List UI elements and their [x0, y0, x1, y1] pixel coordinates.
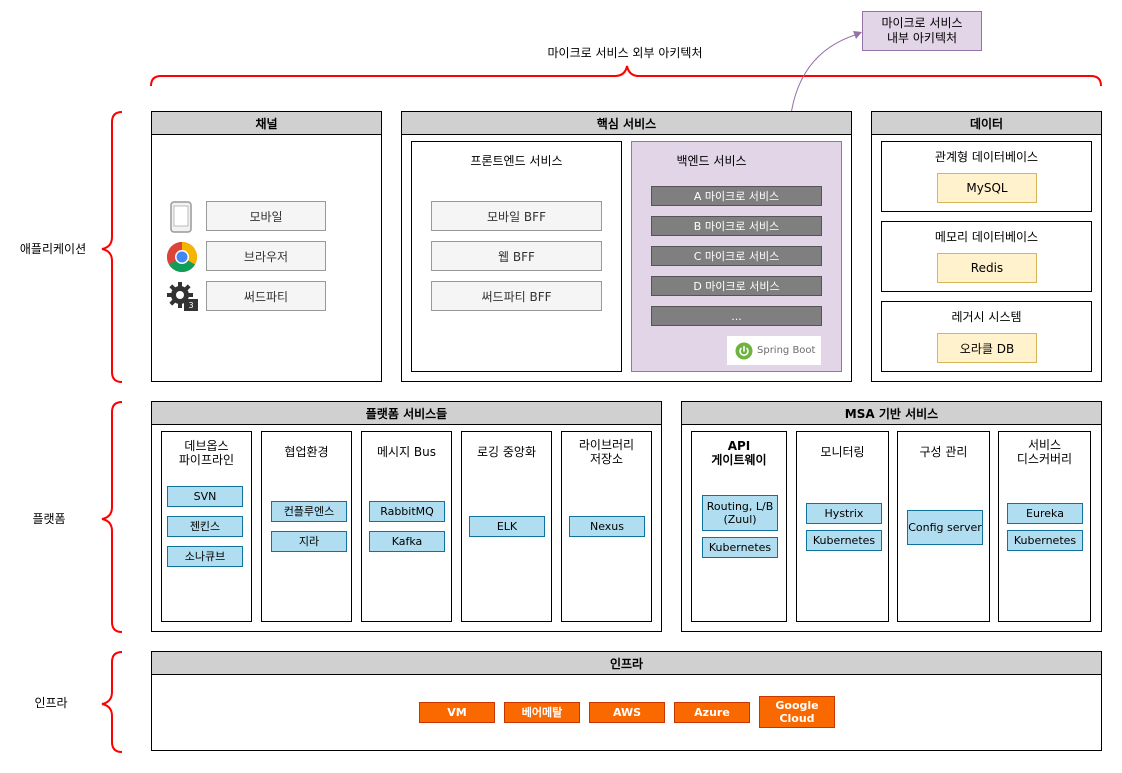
backend-services-title: 백엔드 서비스 [676, 154, 747, 168]
central-logging-title: 로깅 중앙화 [476, 445, 536, 459]
message-bus-box: 메시지 Bus RabbitMQ Kafka [361, 431, 452, 622]
message-bus-title: 메시지 Bus [376, 445, 437, 459]
microservice-more[interactable]: ... [651, 306, 822, 326]
infra-brace [101, 651, 123, 753]
infra-panel: 인프라 VM 베어메탈 AWS Azure Google Cloud [151, 651, 1102, 751]
microservice-d[interactable]: D 마이크로 서비스 [651, 276, 822, 296]
service-discovery-box: 서비스 디스커버리 Eureka Kubernetes [998, 431, 1091, 622]
channel-panel: 채널 3 모바일 브라우저 써드파티 [151, 111, 382, 382]
frontend-services-box: 프론트엔드 서비스 모바일 BFF 웹 BFF 써드파티 BFF [411, 141, 622, 372]
jira[interactable]: 지라 [271, 531, 347, 552]
core-services-panel: 핵심 서비스 프론트엔드 서비스 모바일 BFF 웹 BFF 써드파티 BFF … [401, 111, 852, 382]
redis[interactable]: Redis [937, 253, 1037, 283]
microservice-a[interactable]: A 마이크로 서비스 [651, 186, 822, 206]
routing-zuul[interactable]: Routing, L/B (Zuul) [702, 495, 778, 531]
api-gateway-title: API 게이트웨이 [711, 439, 767, 467]
backend-services-box: 백엔드 서비스 A 마이크로 서비스 B 마이크로 서비스 C 마이크로 서비스… [631, 141, 842, 372]
spring-icon [735, 342, 753, 359]
central-logging-box: 로깅 중앙화 ELK [461, 431, 552, 622]
infra-google-cloud[interactable]: Google Cloud [759, 696, 835, 728]
web-bff[interactable]: 웹 BFF [431, 241, 602, 271]
infra-vm[interactable]: VM [419, 702, 495, 723]
infra-aws[interactable]: AWS [589, 702, 665, 723]
library-repository-title: 라이브러리 저장소 [578, 438, 635, 466]
spring-boot-logo: Spring Boot [727, 336, 821, 365]
config-management-box: 구성 관리 Config server [897, 431, 990, 622]
platform-services-header: 플랫폼 서비스들 [152, 402, 661, 425]
mysql[interactable]: MySQL [937, 173, 1037, 203]
oracle-db[interactable]: 오라클 DB [937, 333, 1037, 363]
memory-db-title: 메모리 데이터베이스 [934, 230, 1039, 244]
application-brace [101, 111, 123, 383]
sonarqube[interactable]: 소나큐브 [167, 546, 243, 567]
infra-azure[interactable]: Azure [674, 702, 750, 723]
devops-pipeline-title: 데브옵스 파이프라인 [178, 439, 235, 467]
platform-label: 플랫폼 [32, 512, 66, 526]
callout-arrowhead [853, 31, 862, 39]
callout-line1: 마이크로 서비스 [881, 16, 963, 30]
channel-browser[interactable]: 브라우저 [206, 241, 326, 271]
third-party-bff[interactable]: 써드파티 BFF [431, 281, 602, 311]
collaboration-title: 협업환경 [284, 445, 329, 459]
nexus[interactable]: Nexus [569, 516, 645, 537]
spring-boot-label: Spring Boot [757, 345, 816, 356]
monitoring-title: 모니터링 [820, 445, 865, 459]
platform-services-panel: 플랫폼 서비스들 데브옵스 파이프라인 SVN 젠킨스 소나큐브 협업환경 컨플… [151, 401, 662, 632]
api-gateway-kubernetes[interactable]: Kubernetes [702, 537, 778, 558]
discovery-kubernetes[interactable]: Kubernetes [1007, 530, 1083, 551]
external-architecture-label: 마이크로 서비스 외부 아키텍처 [547, 46, 703, 60]
data-panel: 데이터 관계형 데이터베이스 MySQL 메모리 데이터베이스 Redis 레거… [871, 111, 1102, 382]
callout-line2: 내부 아키텍처 [886, 31, 958, 45]
channel-third-party[interactable]: 써드파티 [206, 281, 326, 311]
relational-db-box: 관계형 데이터베이스 MySQL [881, 141, 1092, 212]
chrome-icon [166, 242, 198, 273]
devops-pipeline-box: 데브옵스 파이프라인 SVN 젠킨스 소나큐브 [161, 431, 252, 622]
data-header: 데이터 [872, 112, 1101, 135]
library-repository-box: 라이브러리 저장소 Nexus [561, 431, 652, 622]
config-server[interactable]: Config server [907, 510, 983, 545]
core-services-header: 핵심 서비스 [402, 112, 851, 135]
api-gateway-box: API 게이트웨이 Routing, L/B (Zuul) Kubernetes [691, 431, 787, 622]
platform-brace [101, 401, 123, 633]
memory-db-box: 메모리 데이터베이스 Redis [881, 221, 1092, 292]
microservice-c[interactable]: C 마이크로 서비스 [651, 246, 822, 266]
monitoring-kubernetes[interactable]: Kubernetes [806, 530, 882, 551]
gear-icon: 3 [167, 282, 198, 311]
top-brace [150, 65, 1102, 87]
hystrix[interactable]: Hystrix [806, 503, 882, 524]
eureka[interactable]: Eureka [1007, 503, 1083, 524]
infra-bare-metal[interactable]: 베어메탈 [504, 702, 580, 723]
elk[interactable]: ELK [469, 516, 545, 537]
svg-text:3: 3 [188, 301, 193, 310]
monitoring-box: 모니터링 Hystrix Kubernetes [796, 431, 889, 622]
infra-header: 인프라 [152, 652, 1101, 675]
msa-services-header: MSA 기반 서비스 [682, 402, 1101, 425]
channel-header: 채널 [152, 112, 381, 135]
jenkins[interactable]: 젠킨스 [167, 516, 243, 537]
msa-services-panel: MSA 기반 서비스 API 게이트웨이 Routing, L/B (Zuul)… [681, 401, 1102, 632]
config-management-title: 구성 관리 [919, 445, 968, 459]
frontend-services-title: 프론트엔드 서비스 [470, 154, 563, 168]
microservice-b[interactable]: B 마이크로 서비스 [651, 216, 822, 236]
relational-db-title: 관계형 데이터베이스 [934, 150, 1039, 164]
svn[interactable]: SVN [167, 486, 243, 507]
legacy-system-title: 레거시 시스템 [951, 310, 1022, 324]
rabbitmq[interactable]: RabbitMQ [369, 501, 445, 522]
mobile-bff[interactable]: 모바일 BFF [431, 201, 602, 231]
infra-label: 인프라 [34, 696, 68, 710]
internal-architecture-callout: 마이크로 서비스 내부 아키텍처 [862, 11, 982, 51]
application-label: 애플리케이션 [19, 242, 87, 256]
confluence[interactable]: 컨플루엔스 [271, 501, 347, 522]
mobile-icon [170, 201, 192, 233]
legacy-system-box: 레거시 시스템 오라클 DB [881, 301, 1092, 372]
channel-mobile[interactable]: 모바일 [206, 201, 326, 231]
service-discovery-title: 서비스 디스커버리 [1016, 438, 1073, 466]
collaboration-box: 협업환경 컨플루엔스 지라 [261, 431, 352, 622]
kafka[interactable]: Kafka [369, 531, 445, 552]
